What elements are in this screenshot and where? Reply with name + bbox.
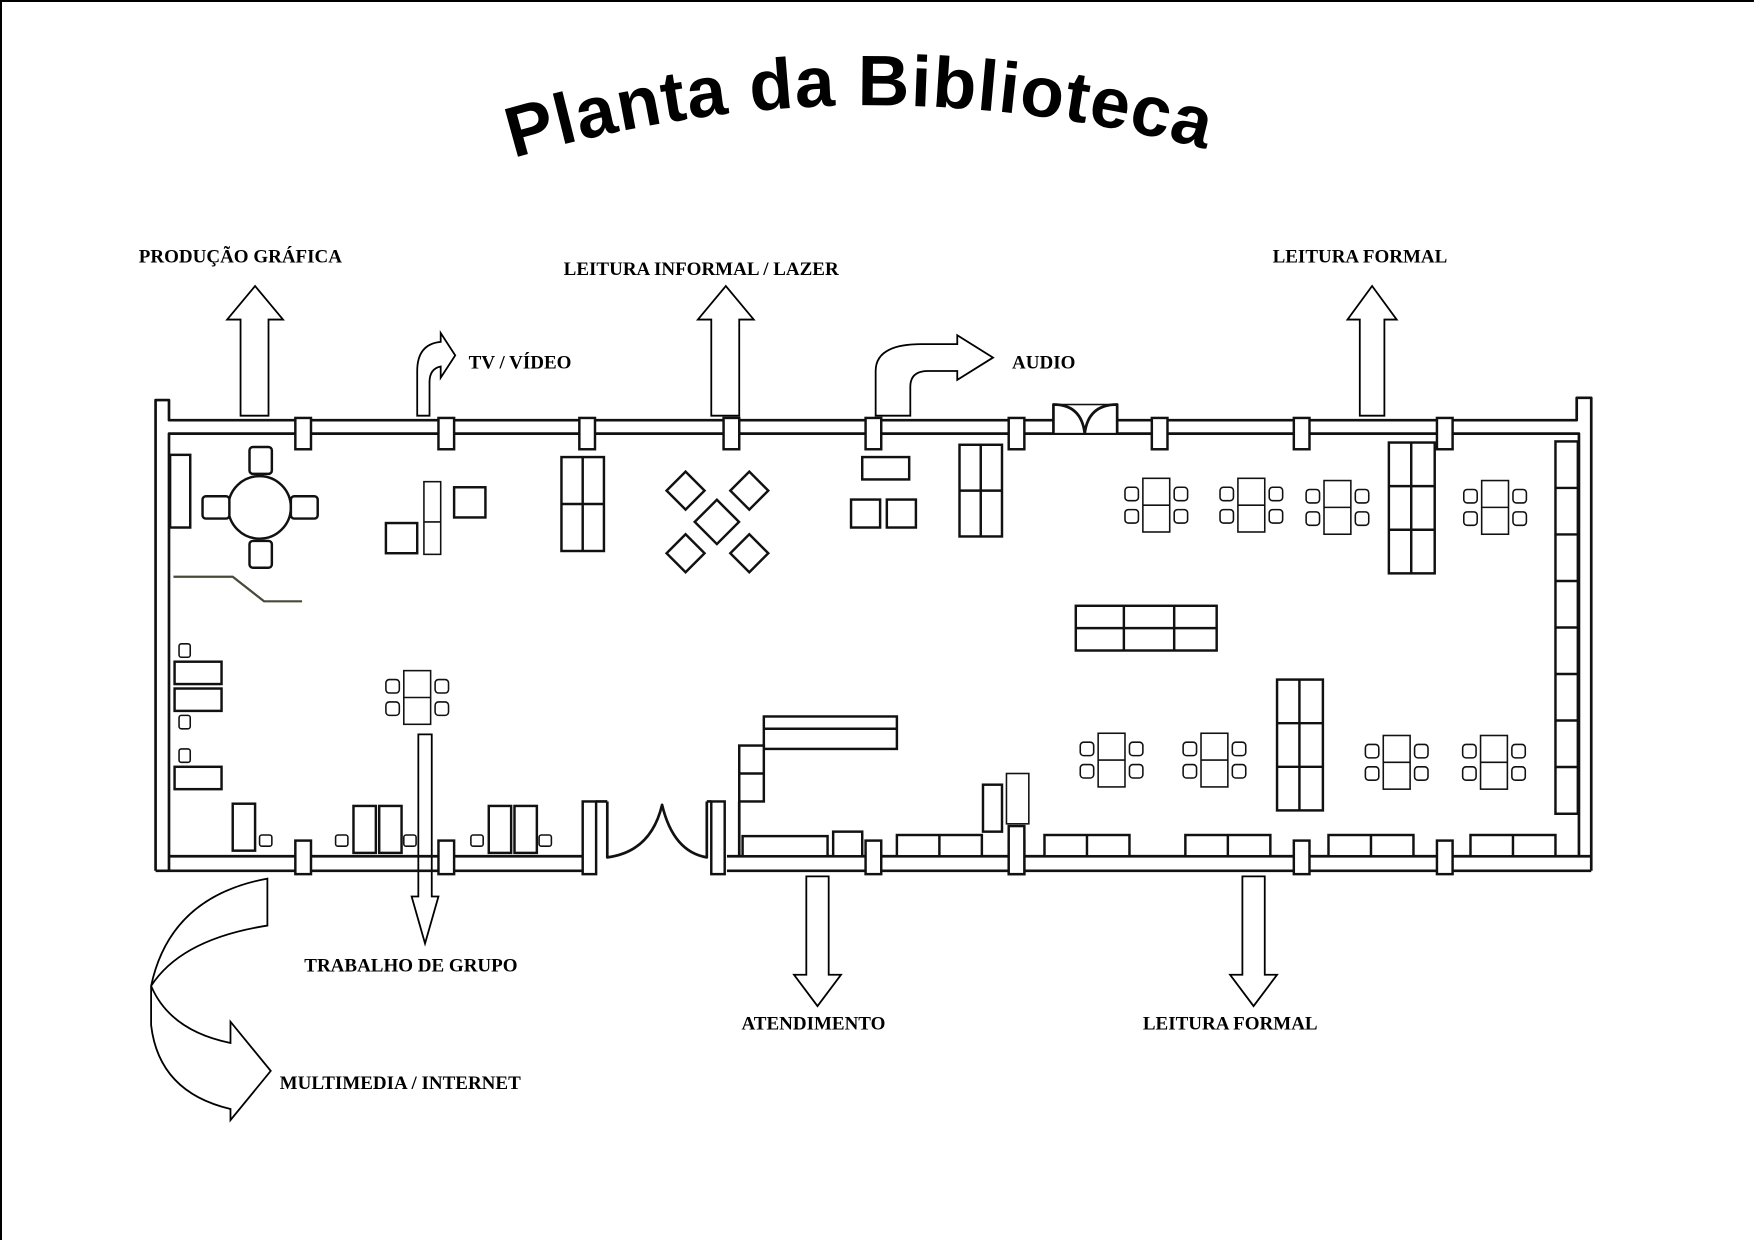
chair [385,701,401,717]
column [864,839,883,876]
study-table-group [1461,734,1527,790]
shelves [1074,440,1580,815]
label-leitura-formal-bottom: LEITURA FORMAL [1143,1014,1318,1035]
chair [1462,511,1478,527]
chair [1461,766,1477,781]
diagram-title-text: Planta da Biblioteca [496,41,1221,173]
column [722,416,741,451]
arrow-curved-tv-video-icon [416,329,457,417]
chair [1219,508,1235,524]
chair [1128,741,1144,757]
chair [1231,763,1247,779]
chair [1231,741,1247,757]
bottom-columns [294,824,1454,876]
study-table-group [1124,477,1189,533]
label-producao-grafica: PRODUÇÃO GRÁFICA [139,246,342,268]
column [437,416,456,451]
chair [1461,743,1477,759]
chair [434,701,450,717]
door-top [1052,403,1119,435]
study-tables [385,477,1528,790]
zone-leitura-informal [560,455,771,574]
chair [1354,511,1370,527]
chair [1128,763,1144,779]
arrow-curved-multimedia-icon [150,877,272,1123]
study-table-group [1182,732,1247,788]
chair [1364,743,1380,759]
chair [1219,486,1235,502]
chair [1462,488,1478,504]
label-leitura-informal: LEITURA INFORMAL / LAZER [564,259,839,280]
chair [1512,488,1528,504]
label-atendimento: ATENDIMENTO [741,1014,885,1035]
chair [385,678,401,694]
chair [1124,508,1140,524]
column [1150,416,1169,451]
chair [1182,763,1198,779]
column [1435,839,1454,876]
column [294,839,313,876]
chair [1413,743,1429,759]
study-table-group [1364,734,1429,790]
arrow-up-producao-grafica-icon [225,284,285,417]
chair [1305,511,1321,527]
chair [1413,766,1429,781]
chair [1305,488,1321,504]
column [437,839,456,876]
column [1007,824,1026,876]
zone-producao-grafica [168,445,319,603]
chair [1268,508,1284,524]
study-table-group [1462,479,1528,536]
arrow-down-leitura-formal-icon [1228,875,1279,1008]
chair [1512,511,1528,527]
chair [1182,741,1198,757]
chair [434,678,450,694]
chair [1173,508,1189,524]
study-table-group [1079,732,1144,788]
chair [1511,766,1527,781]
diagram-title: Planta da Biblioteca [496,41,1222,173]
chair [1173,486,1189,502]
label-multimedia: MULTIMEDIA / INTERNET [280,1073,521,1094]
column [1007,416,1026,451]
label-tv-video: TV / VÍDEO [469,352,572,374]
label-trabalho-grupo: TRABALHO DE GRUPO [304,955,517,976]
label-audio: AUDIO [1012,353,1075,374]
column [1292,839,1311,876]
chair [1079,763,1095,779]
arrow-up-leitura-formal-icon [1345,284,1399,417]
zone-tv-video [384,480,487,556]
column [864,416,883,451]
study-table-group [385,669,450,726]
chair [1124,486,1140,502]
arrow-down-atendimento-icon [792,875,843,1008]
chair [1511,743,1527,759]
arrow-down-trabalho-grupo-icon [410,733,440,947]
chair [1079,741,1095,757]
arrow-up-leitura-informal-icon [695,284,756,417]
door-main-entrance [581,800,726,876]
zone-atendimento [737,715,1030,858]
study-table-group [1305,479,1370,536]
zone-multimedia [173,643,553,855]
study-table-group [1219,477,1284,533]
top-columns [294,416,1454,451]
column [578,416,597,451]
chair [1268,486,1284,502]
arrow-curved-audio-icon [874,333,995,417]
label-leitura-formal-top: LEITURA FORMAL [1273,247,1448,268]
chair [1354,488,1370,504]
column [1435,416,1454,451]
column [294,416,313,451]
zone-audio [849,443,1004,538]
bottom-wall-shelves [895,833,1557,858]
chair [1364,766,1380,781]
column [1292,416,1311,451]
